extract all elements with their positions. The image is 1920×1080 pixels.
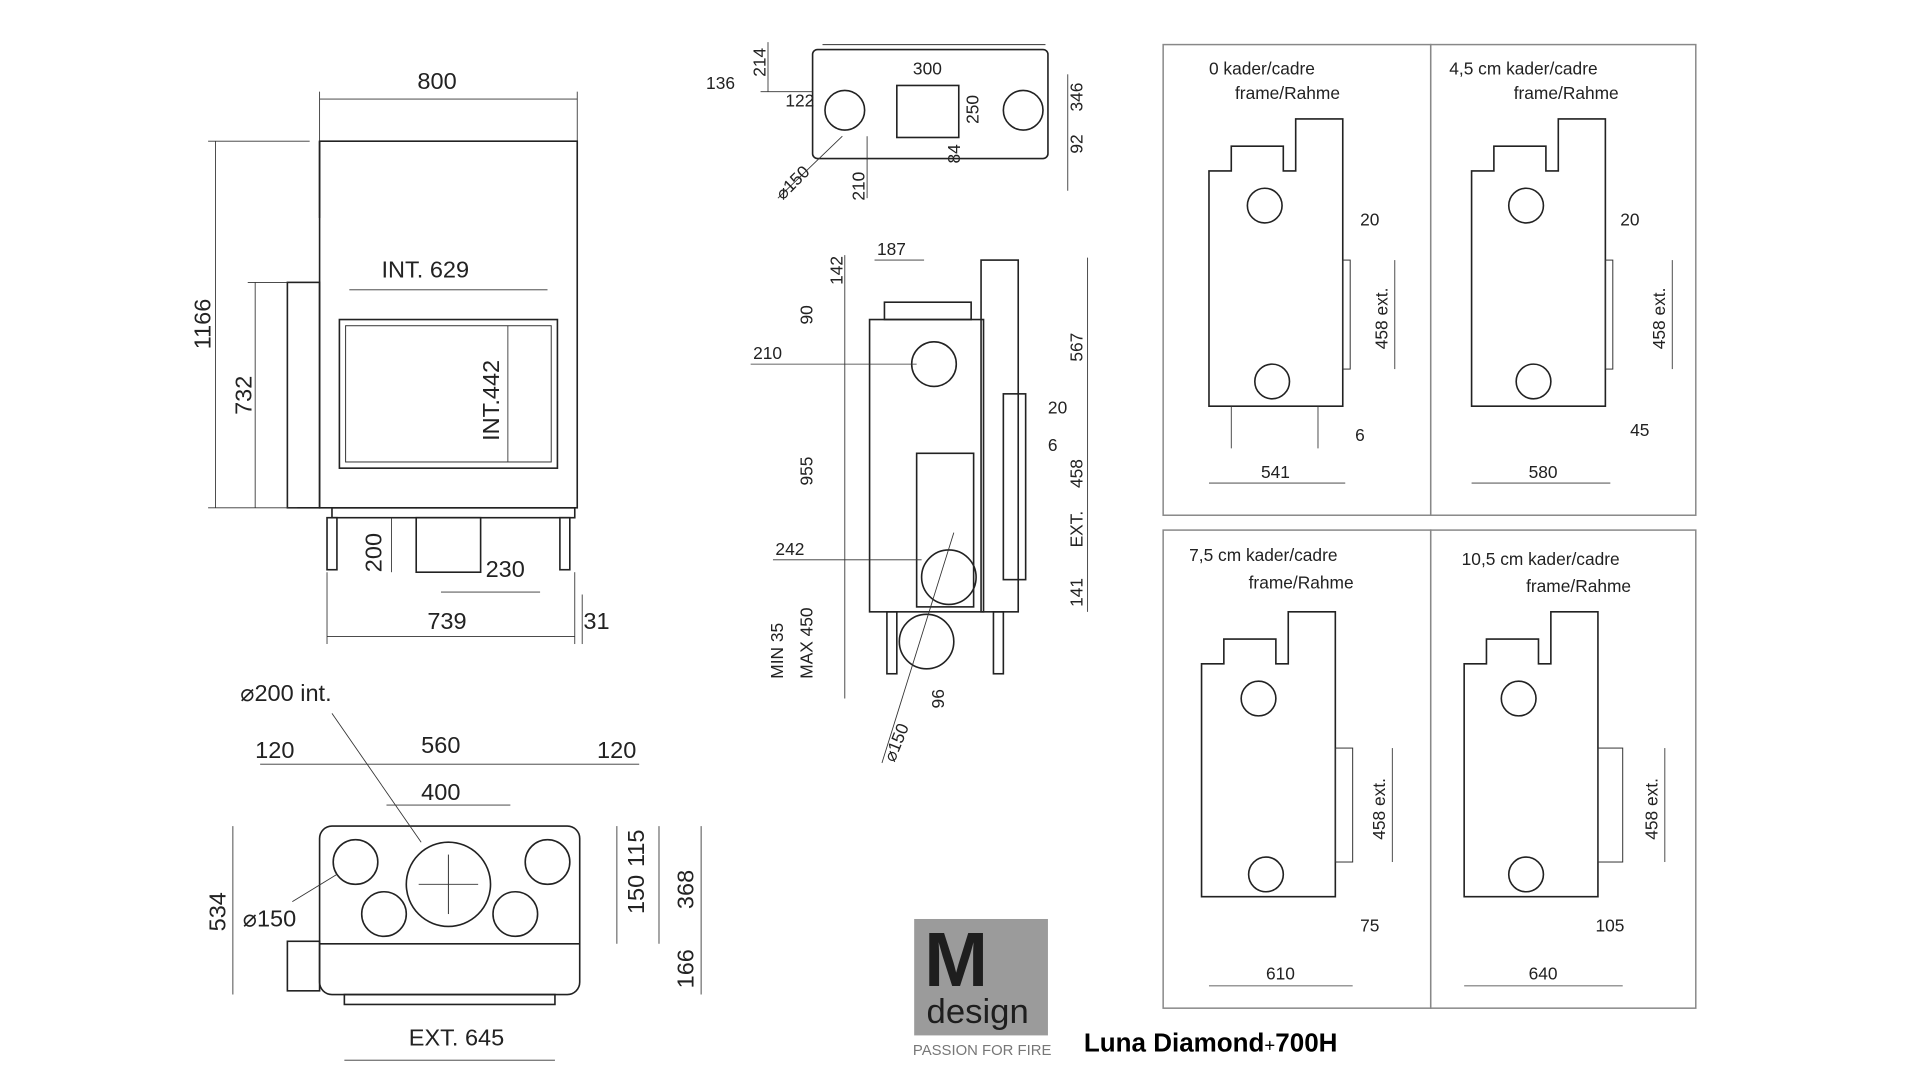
dim-458-side: 458 [1067,459,1087,488]
dim-d150-side: ⌀150 [880,720,913,764]
m-design-logo: M design PASSION FOR FIRE [913,917,1052,1059]
frame-45-side: 45 [1630,420,1649,440]
dim-230: 230 [486,556,525,582]
dim-567: 567 [1067,333,1087,362]
dim-84: 84 [944,144,964,164]
dim-300: 300 [913,58,942,78]
title-model: 700H [1275,1028,1337,1058]
dim-210-side: 210 [753,343,782,363]
dim-200: 200 [361,533,387,572]
dim-534: 534 [204,892,230,931]
dim-115: 115 [623,829,649,866]
ext-label-side: EXT. [1067,511,1087,548]
dim-int-629: INT. 629 [382,256,470,282]
side-view: 187 142 90 210 955 242 MIN 35 MAX 450 96… [750,239,1089,764]
product-title: Luna Diamond+700H [1084,1028,1338,1058]
dim-800: 800 [417,68,456,94]
frame-panel-75: 7,5 cm kader/cadre frame/Rahme 458 ext. … [1162,529,1432,1009]
dim-20-side: 20 [1048,398,1067,418]
frame-0-sub: frame/Rahme [1235,83,1340,103]
dim-min-35: MIN 35 [767,623,787,679]
dim-368: 368 [673,870,699,909]
frame-45-sub: frame/Rahme [1514,83,1619,103]
dim-732: 732 [230,376,256,415]
dim-1166: 1166 [190,299,216,350]
frame-panel-105: 10,5 cm kader/cadre frame/Rahme 458 ext.… [1429,529,1697,1009]
front-view: 800 1166 732 INT. 629 INT.442 200 230 73… [190,68,610,645]
dim-560: 560 [421,732,460,758]
dim-214: 214 [750,48,770,77]
title-name: Luna Diamond [1084,1028,1265,1058]
dim-166: 166 [673,949,699,988]
dim-955: 955 [797,457,817,486]
dim-142: 142 [826,256,846,285]
frame-75-side: 75 [1360,915,1379,935]
title-plus: + [1264,1035,1275,1056]
flue-diameter: ⌀200 int. [240,680,331,706]
logo-tagline: PASSION FOR FIRE [913,1043,1052,1059]
frame-0-label: 0 kader/cadre [1209,58,1315,78]
logo-word: design [927,993,1029,1031]
dim-max-450: MAX 450 [797,607,817,678]
dim-346: 346 [1067,83,1087,112]
dim-250: 250 [963,95,983,124]
dim-120-left: 120 [255,737,294,763]
dim-187: 187 [877,239,906,259]
dim-d150-top: ⌀150 [772,162,814,204]
top-view: 214 136 122 300 250 84 346 92 210 ⌀150 [706,42,1087,203]
frame-45-label: 4,5 cm kader/cadre [1449,58,1597,78]
frame-0-width: 541 [1261,462,1290,482]
dim-d150: ⌀150 [243,905,296,931]
dim-120-right: 120 [597,737,636,763]
dim-ext-645: EXT. 645 [409,1024,504,1050]
dim-31: 31 [583,608,609,634]
frame-45-width: 580 [1529,462,1558,482]
frame-0-side: 6 [1355,425,1365,445]
dim-96: 96 [928,689,948,708]
frame-105-width: 640 [1529,964,1558,984]
dim-210-top: 210 [849,172,869,201]
dim-739: 739 [427,608,466,634]
dim-400: 400 [421,779,460,805]
plan-view: 120 560 120 400 ⌀200 int. 534 ⌀150 115 1… [204,680,702,1061]
dim-92: 92 [1067,134,1087,153]
frame-105-ext: 458 ext. [1641,778,1661,840]
frame-105-label: 10,5 cm kader/cadre [1462,549,1620,569]
dim-136: 136 [706,73,735,93]
frame-0-gap: 20 [1360,209,1379,229]
frame-0-ext: 458 ext. [1371,288,1391,350]
frame-105-sub: frame/Rahme [1526,576,1631,596]
frame-75-label: 7,5 cm kader/cadre [1189,545,1337,565]
dim-6-side: 6 [1048,435,1058,455]
dim-150: 150 [623,875,649,914]
dim-int-442: INT.442 [478,360,504,441]
frame-45-ext: 458 ext. [1649,288,1669,350]
frame-75-width: 610 [1266,964,1295,984]
frame-panel-45: 4,5 cm kader/cadre frame/Rahme 20 458 ex… [1429,43,1697,516]
frame-105-side: 105 [1595,915,1624,935]
dim-242: 242 [775,539,804,559]
frame-75-ext: 458 ext. [1369,778,1389,840]
dim-122: 122 [785,91,814,111]
frame-panel-0: 0 kader/cadre frame/Rahme 20 458 ext. 6 … [1162,43,1432,516]
frame-75-sub: frame/Rahme [1249,572,1354,592]
frame-45-gap: 20 [1620,209,1639,229]
dim-90: 90 [797,305,817,324]
logo-letter: M [924,917,988,1003]
svg-text:Luna Diamond+700H: Luna Diamond+700H [1084,1028,1338,1058]
dim-141: 141 [1067,578,1087,607]
